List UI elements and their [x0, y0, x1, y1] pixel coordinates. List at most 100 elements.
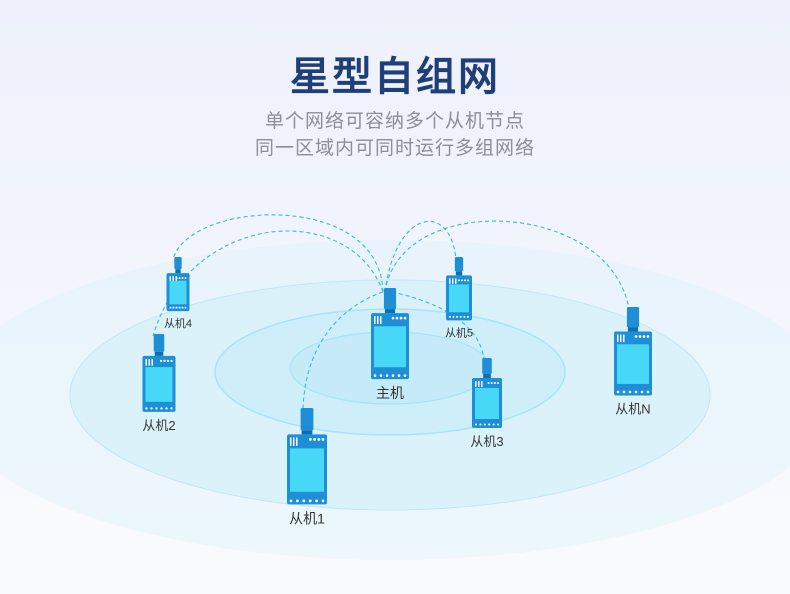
- pin-dot: [638, 335, 642, 338]
- pin-dot: [159, 359, 163, 363]
- module-screen: [374, 326, 406, 368]
- link-master-slave1: [302, 291, 384, 411]
- antenna: [153, 334, 165, 352]
- pin-dot-bottom: [321, 499, 325, 503]
- pin-dot-bottom: [646, 390, 650, 394]
- pin-dot: [321, 438, 325, 441]
- pin-dot-bottom: [391, 374, 395, 377]
- pin-dot-bottom: [181, 306, 184, 309]
- pin-dot-bottom: [483, 423, 486, 426]
- pin-stripe: [481, 381, 483, 387]
- pin-dot-bottom: [160, 407, 163, 410]
- pin-dot-bottom: [616, 390, 620, 394]
- antenna: [454, 257, 464, 272]
- antenna-connector: [154, 351, 164, 356]
- node-slave2: 从机2: [142, 334, 176, 433]
- antenna-connector: [627, 327, 639, 332]
- node-label-slave3: 从机3: [470, 434, 503, 449]
- pin-dot-bottom: [488, 423, 491, 426]
- pin-dot: [464, 279, 466, 282]
- pin-dot-bottom: [172, 306, 175, 309]
- pin-stripe: [374, 316, 376, 325]
- antenna: [482, 358, 492, 374]
- pin-stripe: [620, 334, 622, 343]
- node-label-slave2: 从机2: [142, 418, 175, 433]
- pin-dot-bottom: [175, 306, 178, 309]
- pin-stripe: [145, 358, 147, 366]
- module-screen: [475, 388, 499, 419]
- pin-dot: [175, 277, 178, 280]
- pin-dot-bottom: [184, 306, 187, 309]
- pin-dot: [166, 359, 170, 363]
- antenna-connector: [301, 430, 313, 435]
- pin-dot-bottom: [634, 390, 638, 394]
- antenna: [300, 408, 314, 431]
- pin-stripe: [455, 278, 457, 284]
- pin-dot-bottom: [467, 315, 469, 318]
- pin-dot-bottom: [622, 390, 626, 394]
- pin-dot: [395, 316, 399, 320]
- pin-dot-bottom: [474, 423, 478, 426]
- module-screen: [145, 367, 173, 402]
- pin-dot-bottom: [479, 423, 482, 426]
- pin-stripe: [452, 278, 454, 284]
- pin-dot-bottom: [628, 390, 632, 394]
- pin-dot-bottom: [452, 315, 455, 318]
- pin-stripe: [151, 358, 153, 366]
- pin-dot: [399, 316, 403, 320]
- link-master-slave4: [172, 214, 384, 293]
- module-screen: [617, 344, 649, 384]
- pin-dot: [170, 359, 173, 363]
- node-slaveN: 从机N: [614, 307, 652, 416]
- node-slave3: 从机3: [470, 358, 504, 449]
- pin-dot: [391, 316, 395, 320]
- pin-stripe: [296, 437, 298, 446]
- subtitle-line-2: 同一区域内可同时运行多组网络: [254, 138, 535, 159]
- pin-dot: [461, 279, 463, 282]
- pin-dot-bottom: [150, 407, 153, 410]
- node-slave5: 从机5: [445, 257, 473, 339]
- pin-dot-bottom: [492, 423, 495, 426]
- pin-dot-bottom: [289, 499, 293, 503]
- pin-dot-bottom: [170, 407, 173, 410]
- pin-dot-bottom: [302, 499, 306, 503]
- pin-stripe: [148, 358, 150, 366]
- pin-dot-bottom: [463, 315, 466, 318]
- pin-dot-bottom: [449, 315, 451, 318]
- pin-dot: [403, 316, 407, 320]
- pin-dot-bottom: [385, 374, 389, 377]
- pin-dot-bottom: [403, 374, 407, 377]
- link-master-slave5: [384, 220, 457, 293]
- pin-stripe: [475, 381, 477, 387]
- node-master: 主机: [371, 288, 409, 401]
- pin-stripe: [623, 334, 625, 343]
- pin-stripe: [290, 437, 292, 446]
- pin-dot-bottom: [640, 390, 644, 394]
- antenna: [626, 307, 640, 328]
- pin-dot-bottom: [397, 374, 401, 377]
- node-slave4: 从机4: [164, 257, 192, 330]
- pin-dot-bottom: [178, 306, 181, 309]
- pin-dot: [646, 335, 650, 338]
- node-label-slave4: 从机4: [164, 316, 192, 330]
- pin-stripe: [478, 381, 480, 387]
- pin-dot-bottom: [308, 499, 312, 503]
- subtitle-line-1: 单个网络可容纳多个从机节点: [264, 111, 525, 132]
- pin-dot-bottom: [145, 407, 148, 410]
- pin-dot-bottom: [155, 407, 158, 410]
- antenna-connector: [175, 269, 181, 274]
- module-screen: [169, 280, 187, 305]
- node-label-slave5: 从机5: [445, 325, 473, 339]
- pin-stripe: [377, 316, 379, 325]
- pin-stripe: [293, 437, 295, 446]
- pin-dot: [458, 279, 460, 282]
- module-screen: [290, 448, 324, 492]
- pin-dot-bottom: [496, 423, 500, 426]
- pin-dot: [467, 279, 469, 282]
- pin-dot: [634, 335, 638, 338]
- pin-dot: [313, 438, 316, 441]
- pin-dot: [490, 381, 493, 385]
- antenna: [383, 288, 397, 310]
- link-master-slaveN: [384, 220, 630, 310]
